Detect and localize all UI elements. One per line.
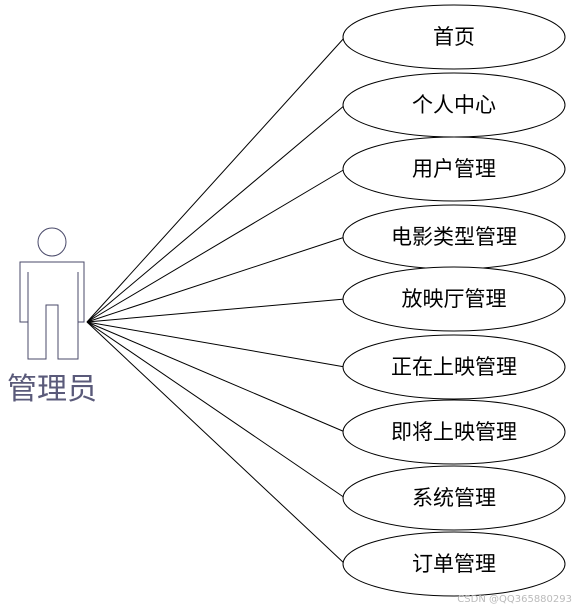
use-case: 电影类型管理 (342, 204, 566, 270)
actor-head (37, 227, 67, 257)
use-case-label: 首页 (433, 25, 475, 49)
actor-body (19, 261, 85, 360)
use-case-label: 电影类型管理 (391, 225, 517, 249)
association-line (86, 321, 346, 565)
use-case-label: 放映厅管理 (402, 287, 507, 311)
use-case: 个人中心 (342, 72, 566, 138)
association-line (86, 321, 346, 433)
use-case-label: 系统管理 (412, 486, 496, 510)
association-line (86, 236, 346, 323)
use-case-list: 首页个人中心用户管理电影类型管理放映厅管理正在上映管理即将上映管理系统管理订单管… (342, 4, 566, 597)
association-line (86, 298, 346, 323)
use-case-ellipse (342, 399, 566, 465)
use-case: 正在上映管理 (342, 334, 566, 400)
actor-admin: 管理员 (7, 227, 97, 407)
use-case-ellipse (342, 334, 566, 400)
use-case: 订单管理 (342, 531, 566, 597)
actor-label: 管理员 (7, 372, 97, 407)
association-line (86, 168, 346, 323)
association-line (86, 321, 346, 499)
use-case-label: 个人中心 (412, 93, 496, 117)
use-case-ellipse (342, 136, 566, 202)
association-line (86, 36, 346, 323)
watermark: CSDN @QQ365880293 (457, 594, 572, 605)
use-case-ellipse (342, 531, 566, 597)
use-case: 首页 (342, 4, 566, 70)
association-line (86, 321, 346, 368)
use-case-ellipse (342, 465, 566, 531)
use-case-ellipse (342, 266, 566, 332)
use-case-label: 即将上映管理 (391, 420, 517, 444)
use-case-ellipse (342, 4, 566, 70)
use-case: 系统管理 (342, 465, 566, 531)
use-case-label: 用户管理 (412, 157, 496, 181)
use-case: 即将上映管理 (342, 399, 566, 465)
use-case-label: 正在上映管理 (391, 355, 517, 379)
use-case: 放映厅管理 (342, 266, 566, 332)
association-lines (86, 36, 346, 565)
use-case: 用户管理 (342, 136, 566, 202)
association-line (86, 104, 346, 323)
use-case-label: 订单管理 (412, 552, 496, 576)
